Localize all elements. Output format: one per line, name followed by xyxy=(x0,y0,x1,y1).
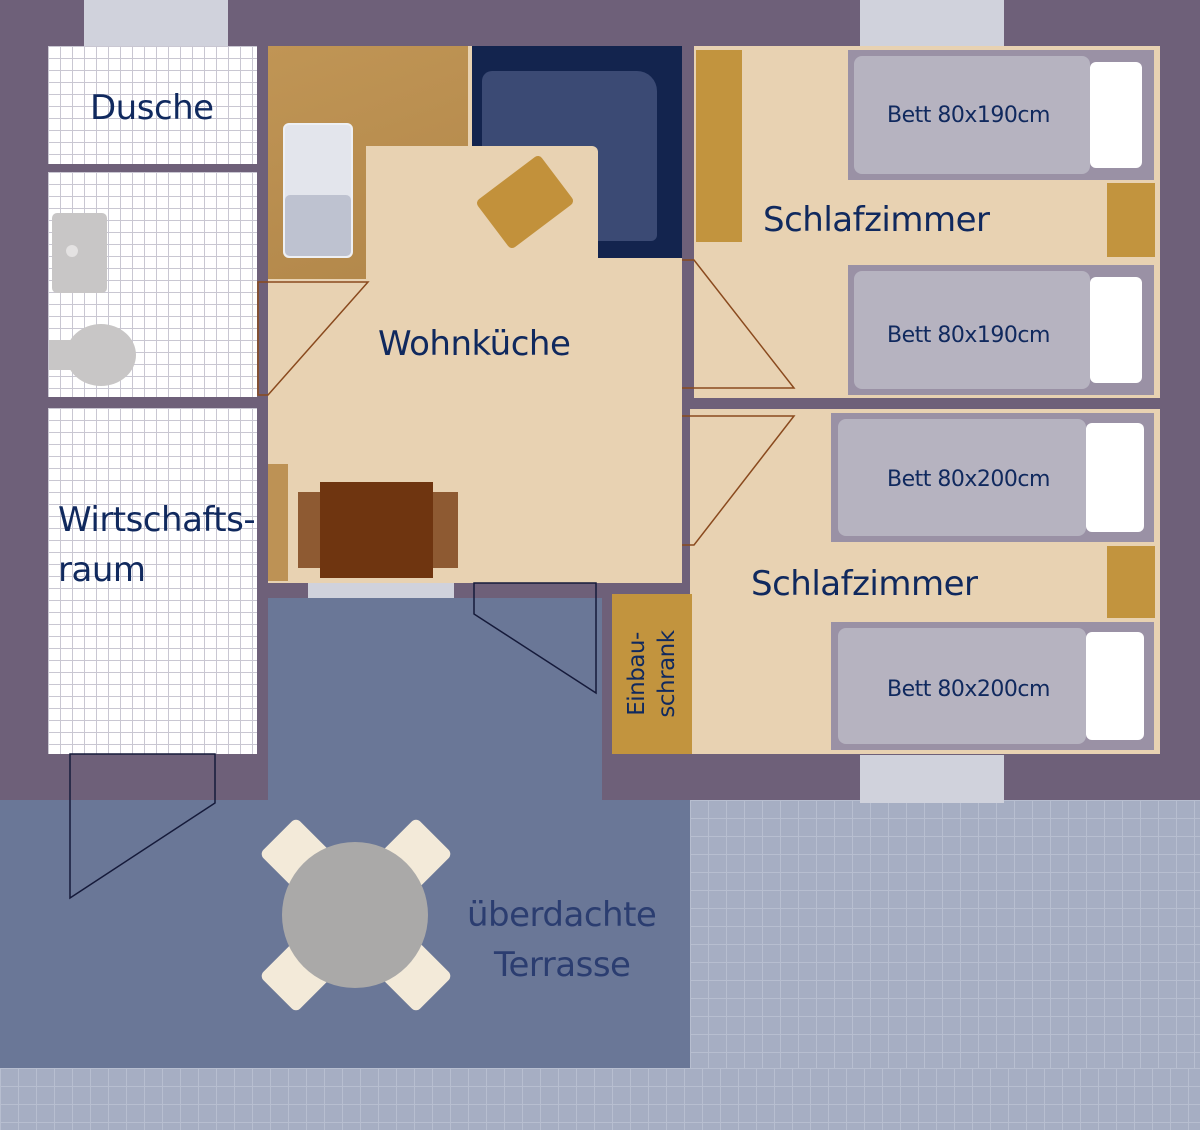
room-label-utility: raum xyxy=(58,550,146,590)
bed-label: Bett 80x200cm xyxy=(887,467,1050,492)
terrace-floor-inner xyxy=(268,598,602,803)
room-label-living-kitchen: Wohnküche xyxy=(378,324,571,364)
window xyxy=(308,582,454,598)
room-label-shower: Dusche xyxy=(90,88,214,128)
room-label-terrace: Terrasse xyxy=(494,945,631,985)
dining-table xyxy=(320,482,433,578)
bed xyxy=(848,265,1154,395)
door-icon xyxy=(69,753,216,900)
toilet-icon xyxy=(66,324,136,386)
nightstand xyxy=(1107,183,1155,257)
door-icon xyxy=(682,259,796,389)
sink-icon xyxy=(52,213,107,293)
bed xyxy=(848,50,1154,180)
bed xyxy=(831,413,1154,542)
room-label-utility: Wirtschafts- xyxy=(58,500,256,540)
door-icon xyxy=(682,415,796,546)
nightstand xyxy=(1107,546,1155,618)
living-floor-notch xyxy=(366,258,682,298)
room-label-terrace: überdachte xyxy=(467,895,657,935)
bed-label: Bett 80x190cm xyxy=(887,323,1050,348)
room-label-bedroom-2: Schlafzimmer xyxy=(751,564,978,604)
built-in-wardrobe xyxy=(612,594,692,754)
room-utility xyxy=(48,408,257,754)
window xyxy=(84,0,228,46)
bed-label: Bett 80x190cm xyxy=(887,103,1050,128)
wardrobe xyxy=(696,50,742,242)
toilet-tank-icon xyxy=(49,340,71,370)
door-icon xyxy=(257,281,370,396)
round-table xyxy=(282,842,428,988)
window xyxy=(860,0,1004,46)
window xyxy=(860,755,1004,803)
shelf xyxy=(268,464,288,581)
bed xyxy=(831,622,1154,750)
room-shower xyxy=(48,46,257,164)
bed-label: Bett 80x200cm xyxy=(887,677,1050,702)
room-label-bedroom-1: Schlafzimmer xyxy=(763,200,990,240)
outdoor-paving-bottom xyxy=(0,1068,1200,1130)
door-icon xyxy=(473,582,597,695)
stove-icon xyxy=(283,123,353,258)
